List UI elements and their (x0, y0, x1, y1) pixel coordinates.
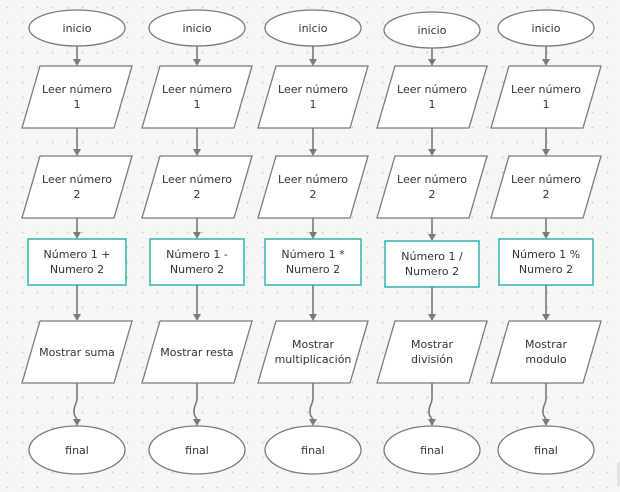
connector-3-b-arrowhead (309, 149, 317, 156)
start-terminator-2 (148, 9, 246, 47)
start-terminator-1 (28, 9, 126, 47)
connector-4-b-arrowhead (428, 149, 436, 156)
output-shape-4 (376, 320, 488, 384)
end-terminator-3 (264, 425, 362, 475)
connector-5-d-arrowhead (542, 314, 550, 321)
connector-5-a-arrowhead (542, 59, 550, 66)
start-terminator-4 (383, 11, 481, 49)
process-box-3 (264, 238, 362, 286)
end-terminator-4 (383, 425, 481, 475)
output-shape-3 (257, 320, 369, 384)
output-shape-5 (490, 320, 602, 384)
connector-1-d-arrowhead (73, 314, 81, 321)
connector-3-e-arrowhead (309, 419, 317, 426)
input-2-shape-5 (490, 155, 602, 219)
connector-2-a-arrowhead (193, 59, 201, 66)
connector-4-e-line (428, 383, 433, 422)
input-1-shape-3 (257, 65, 369, 129)
connector-2-d-arrowhead (193, 314, 201, 321)
connector-4-e-arrowhead (428, 419, 436, 426)
connector-3-a-arrowhead (309, 59, 317, 66)
input-2-shape-2 (141, 155, 253, 219)
input-1-shape-1 (21, 65, 133, 129)
connector-3-c-arrowhead (309, 232, 317, 239)
start-terminator-3 (264, 9, 362, 47)
connector-2-c-arrowhead (193, 232, 201, 239)
input-1-shape-4 (376, 65, 488, 129)
end-terminator-2 (148, 425, 246, 475)
input-1-shape-5 (490, 65, 602, 129)
input-2-shape-1 (21, 155, 133, 219)
process-box-5 (498, 238, 594, 286)
connector-5-c-arrowhead (542, 232, 550, 239)
connector-1-e-arrowhead (73, 419, 81, 426)
start-terminator-5 (497, 9, 595, 47)
connector-5-e-line (542, 383, 547, 422)
canvas-edge (617, 462, 620, 486)
process-box-4 (384, 240, 480, 288)
connector-4-d-arrowhead (428, 314, 436, 321)
process-box-1 (27, 238, 127, 286)
connector-1-e-line (73, 383, 78, 422)
output-shape-2 (141, 320, 253, 384)
connector-2-e-line (193, 383, 198, 422)
end-terminator-1 (28, 425, 126, 475)
connector-1-c-arrowhead (73, 232, 81, 239)
connector-5-e-arrowhead (542, 419, 550, 426)
input-2-shape-3 (257, 155, 369, 219)
connector-2-e-arrowhead (193, 419, 201, 426)
connector-5-b-arrowhead (542, 149, 550, 156)
connector-3-e-line (309, 383, 314, 422)
input-2-shape-4 (376, 155, 488, 219)
input-1-shape-2 (141, 65, 253, 129)
connector-4-c-arrowhead (428, 234, 436, 241)
connector-2-b-arrowhead (193, 149, 201, 156)
connector-1-b-arrowhead (73, 149, 81, 156)
end-terminator-5 (497, 425, 595, 475)
process-box-2 (149, 238, 245, 286)
connector-3-d-arrowhead (309, 314, 317, 321)
output-shape-1 (21, 320, 133, 384)
connector-1-a-arrowhead (73, 59, 81, 66)
connector-4-a-arrowhead (428, 59, 436, 66)
